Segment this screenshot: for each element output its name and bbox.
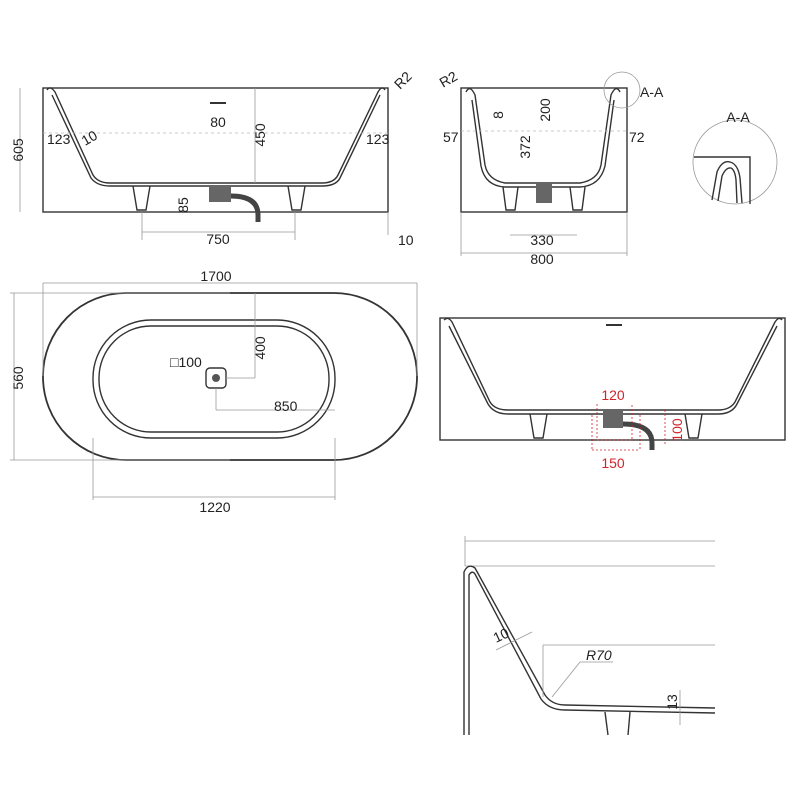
front-view: 605 123 10 80 450 123 R2 85 750 10 — [10, 68, 415, 248]
dim-123-right: 123 — [366, 131, 390, 147]
dim-13: 13 — [664, 694, 680, 710]
dim-800: 800 — [530, 251, 554, 267]
dim-57: 57 — [443, 129, 459, 145]
section-detail: 10 R70 13 — [463, 536, 716, 736]
detail-aa: A-A — [692, 109, 778, 205]
dim-400: 400 — [252, 336, 268, 360]
dim-drain-100: □100 — [170, 354, 202, 370]
dim-100-red: 100 — [669, 418, 685, 442]
section-label-aa: A-A — [640, 84, 664, 100]
dim-r70: R70 — [586, 647, 612, 663]
top-view: 1700 560 400 □100 850 1220 — [10, 268, 418, 515]
dim-r2-side: R2 — [437, 68, 461, 91]
dim-450: 450 — [252, 123, 268, 147]
dim-560: 560 — [10, 366, 26, 390]
dim-120: 120 — [601, 387, 625, 403]
dim-1700: 1700 — [200, 268, 231, 284]
dim-10-wall: 10 — [79, 127, 101, 149]
front-view-drain: 120 100 150 — [439, 317, 786, 471]
dim-1220: 1220 — [199, 499, 230, 515]
dim-850: 850 — [274, 398, 298, 414]
dim-150: 150 — [601, 455, 625, 471]
dim-85: 85 — [175, 197, 191, 213]
dim-200: 200 — [537, 98, 553, 122]
dim-372: 372 — [517, 135, 533, 159]
dim-605: 605 — [10, 138, 26, 162]
dim-72: 72 — [629, 129, 645, 145]
detail-aa-title: A-A — [726, 109, 750, 125]
dim-80: 80 — [210, 114, 226, 130]
dim-8: 8 — [490, 111, 506, 119]
dim-330: 330 — [530, 232, 554, 248]
side-view: R2 A-A 8 200 57 372 72 330 800 — [437, 68, 665, 267]
dim-r2: R2 — [391, 68, 415, 92]
dim-750: 750 — [206, 231, 230, 247]
dim-123-left: 123 — [47, 131, 71, 147]
dim-10-section: 10 — [491, 625, 512, 646]
dim-10-base: 10 — [398, 232, 414, 248]
